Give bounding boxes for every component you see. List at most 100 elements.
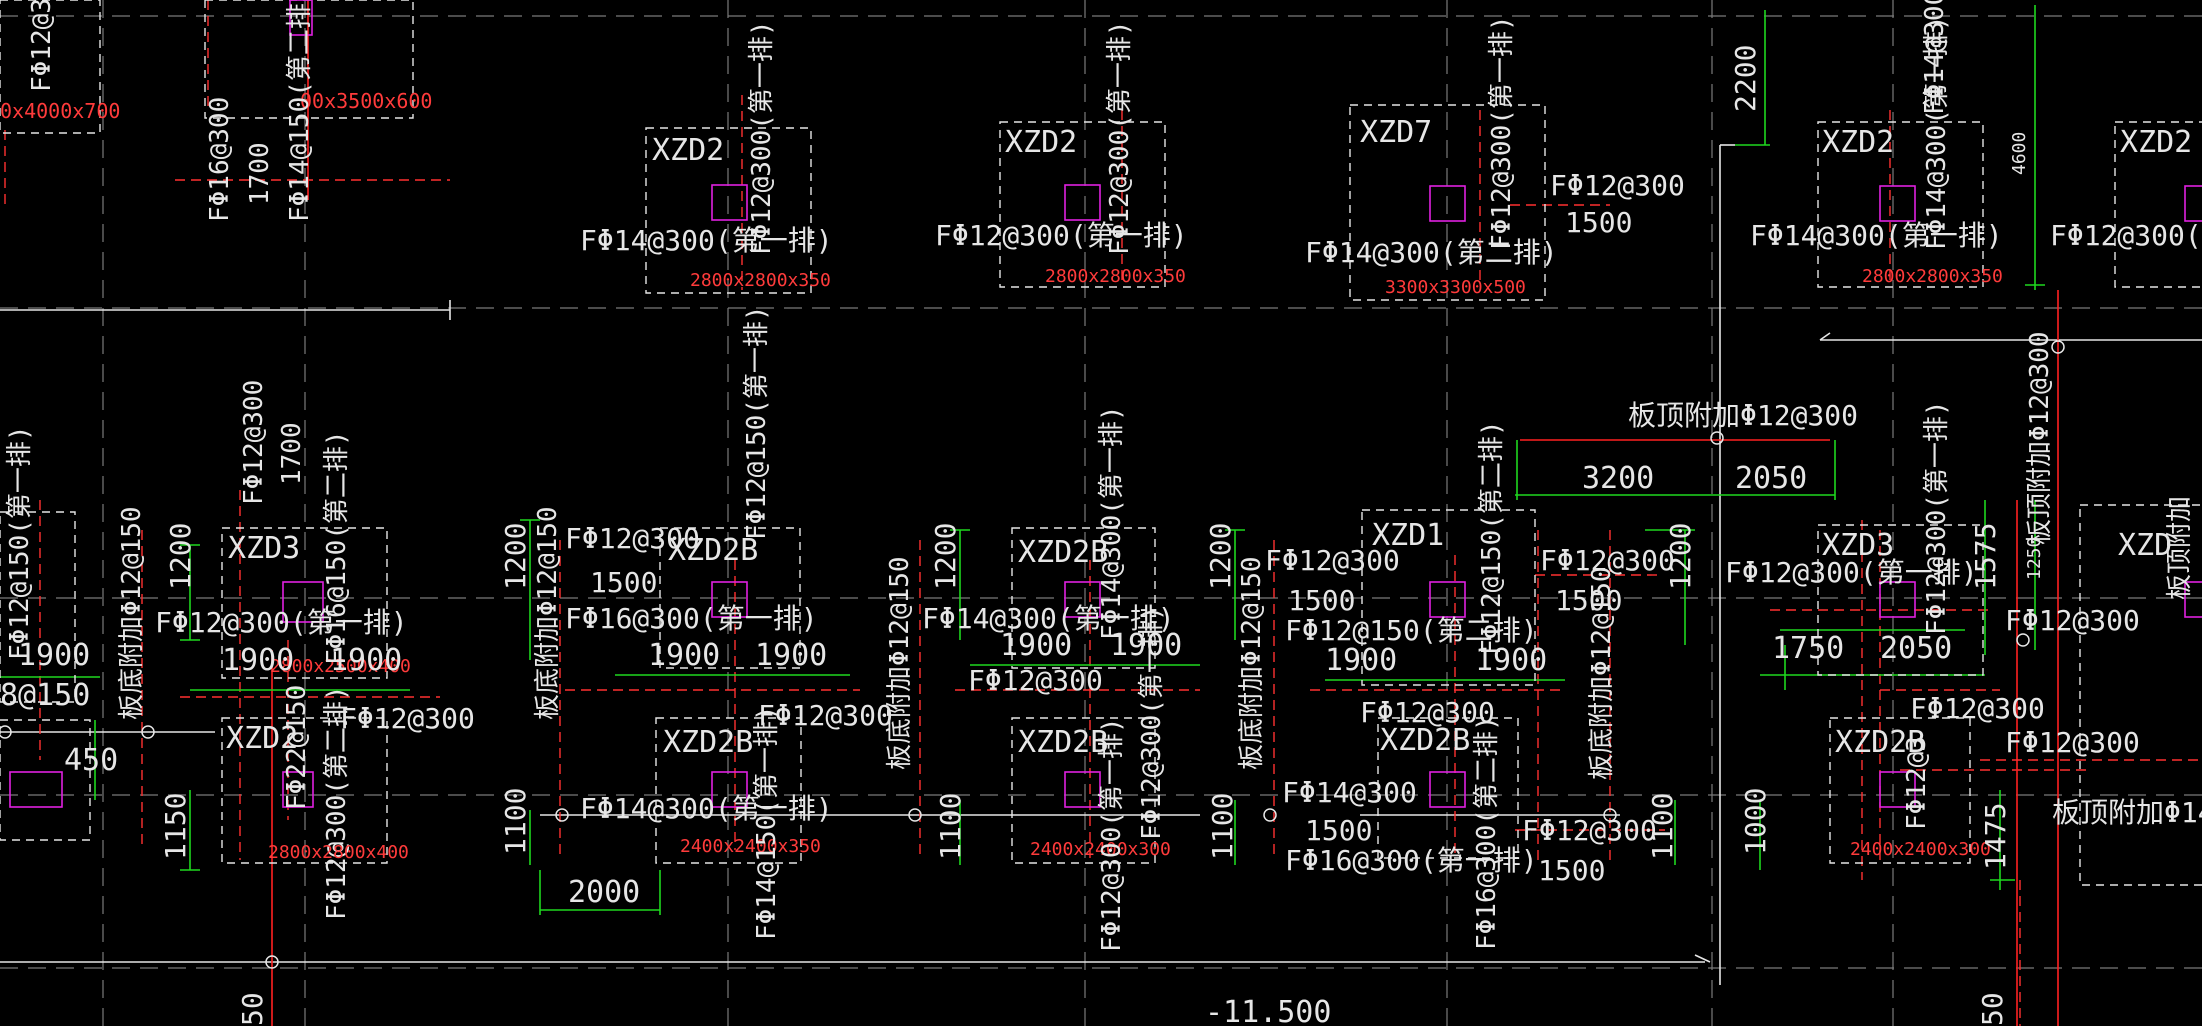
plate-top-label: 板顶附加Φ14@1 [2052,796,2202,829]
dimension-label: 1900 [1110,628,1182,663]
size-label: 0x4000x700 [0,99,120,123]
cap-size: 2800x2800x350 [1862,266,2003,287]
rebar-label: FΦ12@150(第一排) [5,425,35,660]
cap-name: XZD2B [1018,725,1108,760]
cap-name: XZD2 [1822,125,1894,160]
cap-side-rebar: FΦ12@300 [1550,169,1685,202]
cap-vertical-rebar: FΦ12@300(第一排) [1105,20,1135,255]
cap-name: XZD [2118,528,2172,563]
dimension-label: 1200 [499,523,532,590]
cap-size: 2800x2800x350 [1045,266,1186,287]
plate-bottom-label: 板底附加Φ12@150 [533,506,563,720]
dimension-label: 1100 [499,788,532,855]
dimension-label: 1150 [159,793,192,860]
rebar-label: FΦ12@300 [758,699,893,732]
cap-rebar: FΦ16@300(第一排) [565,602,818,635]
cap-size: 3300x3300x500 [1385,277,1526,298]
cap-top-rebar: FΦ12@300 [565,522,700,555]
dimension-label: 2050 [1735,461,1807,496]
dimension-label: 3200 [1582,461,1654,496]
cap-name: XZD3 [228,531,300,566]
rebar-label: FΦ12@300 [968,664,1103,697]
cap-top-length: 1500 [1288,584,1355,617]
wall-lines [0,144,2202,985]
dimension-label: 1750 [1772,631,1844,666]
plate-bottom-label: 板底附加Φ12@150 [117,506,147,720]
dimension-label: 50 [1976,992,2009,1026]
dimension-label: 1100 [934,793,967,860]
dimension-label: 1900 [18,638,90,673]
dimension-label: 2050 [1880,631,1952,666]
rebar-label: FΦ16@300 [205,97,235,222]
rebar-lines [4,0,2202,1026]
rebar-label: FΦ12@300 [1910,692,2045,725]
plate-top-label: 板顶附加Φ12@300 [2025,331,2055,545]
dimension-label: 1700 [245,142,275,205]
rebar-label: FΦ12@300 [2005,726,2140,759]
cap-name: XZD2 [1005,125,1077,160]
rebar-label: FΦ16@300(第二排) [1472,715,1502,950]
cap-rebar: FΦ12@300(第一排 [2050,219,2202,252]
rebar-label: 8@150 [0,678,90,713]
dimension-label: 1575 [1969,523,2002,590]
dimension-label: 1900 [1000,628,1072,663]
dimension-label: 1200 [1204,523,1237,590]
rebar-label: FΦ12@300 [1540,544,1675,577]
cap-name: XZD2 [2120,125,2192,160]
cap-mid-rebar: FΦ22@150 [282,685,312,810]
dimension-label: 1100 [1206,793,1239,860]
dimension-label: 1900 [1475,643,1547,678]
cap-size: 2400x2400x300 [1030,839,1171,860]
dimension-label: 1200 [1664,523,1697,590]
dimension-label: 1500 [1538,854,1605,887]
cap-size: 2800x2800x350 [690,270,831,291]
cap-vertical-rebar: FΦ12@150(第一排) [742,305,772,540]
cap-name: XZD2B [668,533,758,568]
cap-rebar: FΦ12@300(第一排) [935,219,1188,252]
plate-top-label: 板顶附加Φ12@300 [1628,399,1858,432]
dimension-label: 1900 [222,643,294,678]
cap-name: XZD2B [1380,723,1470,758]
columns [9,0,2202,808]
dimension-label: 4600 [2009,132,2030,175]
pile-cap-outlines [0,0,2202,886]
cap-vertical-rebar: FΦ12@150(第二排) [1477,420,1507,655]
cap-vertical-rebar: FΦ14@150(第一排) [752,705,782,940]
dimension-label: 450 [64,743,118,778]
plate-bottom-label: 板底附加Φ12@150 [1237,556,1267,770]
dimension-lines [0,5,2045,915]
nodes [0,340,2065,969]
cap-alt-rebar: FΦ16@300(第一排) [1285,844,1538,877]
elevation-label: -11.500 [1205,995,1331,1026]
rebar-label: FΦ12@300(第一排) [1097,717,1127,952]
cap-size: 2400x2400x300 [1850,839,1991,860]
cap-top-length: 1500 [590,566,657,599]
cap-bottom-length: 1500 [1305,814,1372,847]
cap-name: XZD7 [1360,115,1432,150]
cap-side-rebar: FΦ12@300 [340,702,475,735]
dimension-label: 1900 [330,643,402,678]
cap-top-rebar: FΦ12@300 [1265,544,1400,577]
dimension-label: 1475 [1979,803,2012,870]
rebar-label: FΦ14@300(第一排) [1097,405,1127,640]
cap-name: XZD2 [226,721,298,756]
cap-rebar: FΦ14@300(第二排) [1305,236,1558,269]
cap-name: XZD2 [652,133,724,168]
dimension-label: 1900 [755,638,827,673]
cap-size: 2400x2400x350 [680,836,821,857]
cap-size: 2800x2500x400 [270,656,411,677]
cap-rebar: FΦ12@150(第二排) [1285,614,1538,647]
cap-name: XZD2B [1018,535,1108,570]
dimension-label: 1200 [164,523,197,590]
dimension-label: 1200 [929,523,962,590]
rebar-label: FΦ12@3 [1902,736,1932,830]
rebar-label: FΦ12@300 [2005,604,2140,637]
size-label: 00x3500x600 [300,89,432,113]
dimension-label: 1000 [1739,788,1772,855]
cap-top-length: 1700 [277,422,307,485]
dimension-label: 1250 [2024,537,2045,580]
